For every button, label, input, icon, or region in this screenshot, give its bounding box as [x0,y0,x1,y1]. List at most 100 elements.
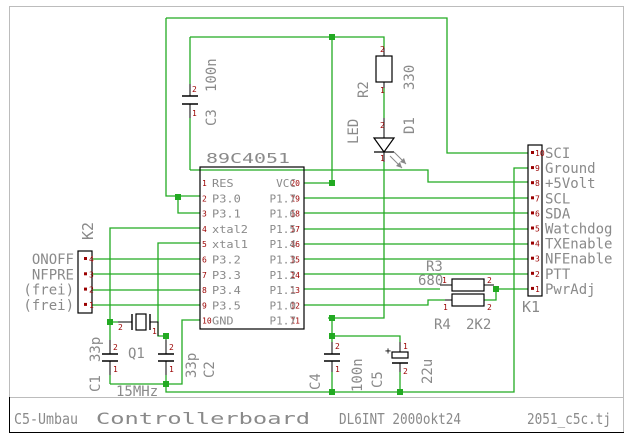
ic-pin-name: xtal2 [212,223,248,236]
k1-pin-number: 4 [535,240,540,249]
ic-pin-number: 15 [290,256,300,265]
k2-pin-number: 3 [89,270,94,279]
wires [92,17,528,393]
ic-pin-number: 19 [290,194,300,203]
k2-pin-marker [84,302,87,306]
ic-name: 89C4051 [206,152,290,167]
k2-pin-number: 2 [89,286,94,295]
k1-pin-name: Ground [545,161,596,177]
c5-pin2: 2 [403,367,408,376]
k1-pin-number: 3 [535,255,540,264]
q1-ref: Q1 [128,346,145,362]
ic-pin-name: RES [212,177,234,190]
k2-pin-name: NFPRE [32,267,74,283]
ic-pin-name: GND [212,315,234,328]
k1-pin-name: SCI [545,146,570,162]
c2-capacitor: 2 1 33p C2 [158,340,218,378]
k1-pin-marker [531,181,534,185]
c5-ref: C5 [370,371,386,388]
r3-ref: R3 [426,259,443,275]
r4-pin1: 1 [443,303,448,312]
ic-pin-name: xtal1 [212,238,248,251]
title-name: Controllerboard [96,409,310,428]
k1-connector: K1 [522,144,543,316]
k2-pin-name: (frei) [23,283,74,299]
c3-capacitor: 2 1 100n C3 [182,58,220,126]
k1-pin-name: Watchdog [545,222,612,238]
c4-value: 100n [350,358,366,392]
k2-pin-name: (frei) [23,298,74,314]
ic-pin-number: 6 [202,256,207,265]
ic-pin-number: 13 [290,286,300,295]
junctions [107,34,499,395]
k1-pin-marker [531,271,534,275]
ic-pin-number: 12 [290,301,300,310]
r2-pin2: 2 [380,45,385,54]
ic-pin-name: P1.4 [270,238,297,251]
c3-pin1: 1 [192,109,197,118]
ic-pin-name: P3.3 [212,269,241,282]
c5-value: 22u [420,359,436,384]
c5-polarity: + [385,346,391,357]
ic-pin-name: P3.5 [212,299,241,312]
ic-pin-name: P1.7 [270,315,297,328]
k1-pin-marker [531,286,534,290]
c1-capacitor: 2 1 33p C1 [88,337,118,392]
ic-pin-number: 17 [290,225,300,234]
k1-pin-name: PTT [545,267,571,283]
r3-pin2: 2 [487,276,492,285]
ic-pin-name: P3.1 [212,208,241,221]
d1-pin2: 2 [380,121,385,130]
ic-pin-number: 10 [202,317,212,326]
r2-ref: R2 [356,81,372,98]
k1-pin-name: SDA [545,206,571,222]
k1-pin-name: NFEnable [545,252,612,268]
ic-pin-number: 4 [202,225,207,234]
c2-pin1: 1 [169,365,174,374]
k1-pin-marker [531,151,534,154]
ic-pin-number: 5 [202,240,207,249]
ic-pin-name: P1.6 [270,208,297,221]
k1-pin-marker [531,241,534,245]
c4-capacitor: 2 1 100n C4 [308,342,366,392]
c2-value: 33p [184,353,200,378]
k2-pin-number: 4 [89,255,94,264]
k1-pin-number: 9 [535,164,540,173]
ic-pin-name: P1.1 [270,284,297,297]
c1-value: 33p [88,337,104,362]
ic-pin-number: 11 [290,317,300,326]
ic-pin-number: 2 [202,194,207,203]
k2-ref: K2 [79,222,97,240]
title-file: 2051_c5c.tj [527,410,611,428]
c1-pin1: 1 [113,365,118,374]
title-project: C5-Umbau [14,410,78,428]
c2-ref: C2 [202,361,218,378]
k2-pin-marker [84,257,87,260]
ic-right-pins: 20VCC19P1.718P1.617P1.516P1.415P1.314P1.… [270,177,301,328]
title-author-date: DL6INT 2000okt24 [339,410,461,428]
k1-pin-marker [531,211,534,215]
q1-value: 15MHz [116,384,158,400]
r4-ref: R4 [434,317,451,333]
c1-ref: C1 [88,375,104,392]
k1-pin-number: 6 [535,209,540,218]
d1-value: LED [346,119,362,144]
ic-pin-number: 18 [290,210,300,219]
ic-pin-number: 9 [202,301,207,310]
ic-pin-name: P1.7 [270,192,297,205]
ic-pin-name: VCC [276,177,296,190]
k1-pin-marker [531,196,534,200]
r2-pin1: 1 [380,86,385,95]
c5-capacitor: + 1 2 C5 22u [370,342,436,388]
ic-pin-name: P1.5 [270,223,297,236]
ic-pin-name: P3.2 [212,254,241,267]
d1-pin1: 1 [380,154,385,163]
ic-pin-name: P1.2 [270,269,297,282]
k2-pin-number: 1 [89,301,94,310]
ic-pin-number: 7 [202,271,207,280]
ic-pin-number: 14 [290,271,300,280]
k2-pin-marker [84,287,87,291]
